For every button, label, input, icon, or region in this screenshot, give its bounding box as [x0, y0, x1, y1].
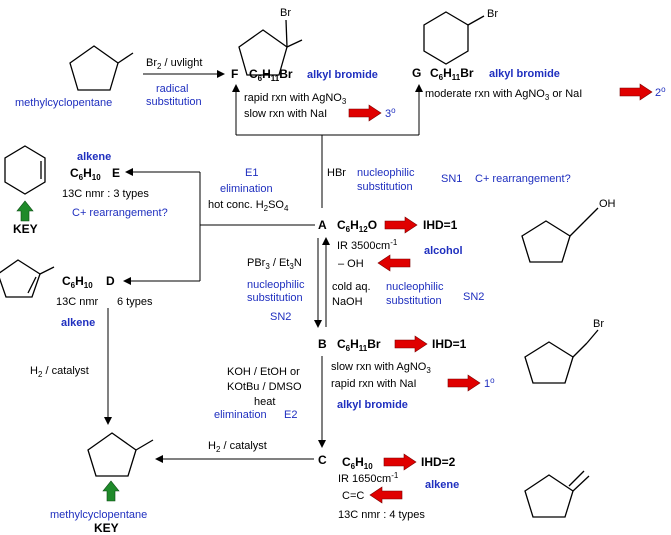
- structure-methylcyclopentane-start: [69, 45, 134, 91]
- f-class: alkyl bromide: [307, 69, 378, 81]
- c-nmr: 13C nmr : 4 types: [338, 509, 425, 521]
- step-ba-reagent-1: cold aq.: [332, 281, 371, 293]
- d-nmr-b: 6 types: [117, 296, 153, 308]
- d-formula: C6H10: [62, 274, 93, 290]
- step-bc-type: elimination: [214, 409, 267, 421]
- b-degree-arrow-icon: [447, 374, 481, 392]
- step-e-type: elimination: [220, 183, 273, 195]
- f-obs-2: slow rxn with NaI: [244, 108, 327, 120]
- g-bromine-label: Br: [487, 8, 498, 20]
- step-ba-type-2: substitution: [386, 295, 442, 307]
- step-ba-reagent-2: NaOH: [332, 296, 363, 308]
- f-label: F: [231, 67, 238, 81]
- b-ihd-arrow-icon: [394, 335, 428, 353]
- structure-C: [524, 470, 590, 518]
- a-label: A: [318, 218, 327, 232]
- g-obs-1: moderate rxn with AgNO3 or NaI: [425, 88, 582, 102]
- b-obs-1: slow rxn with AgNO3: [331, 361, 431, 375]
- c-ihd: IHD=2: [421, 455, 456, 469]
- d-label: D: [106, 274, 115, 288]
- step-ba-type-1: nucleophilic: [386, 281, 444, 293]
- structure-methylcyclopentane-end: [87, 432, 154, 477]
- g-formula: C6H11Br: [430, 66, 474, 82]
- step-ab-type-1: nucleophilic: [247, 279, 305, 291]
- c-group-arrow-icon: [369, 486, 403, 504]
- step-e-reagent: hot conc. H2SO4: [208, 199, 289, 213]
- step-g-note: C+ rearrangement?: [475, 173, 571, 185]
- a-hydroxyl-label: OH: [599, 198, 616, 210]
- c-class: alkene: [425, 479, 459, 491]
- c-label: C: [318, 453, 327, 467]
- g-class: alkyl bromide: [489, 68, 560, 80]
- a-group: – OH: [338, 258, 364, 270]
- step-ba-mech: SN2: [463, 291, 484, 303]
- step-ab-type-2: substitution: [247, 292, 303, 304]
- f-obs-1: rapid rxn with AgNO3: [244, 92, 347, 106]
- key-arrow-e-icon: [16, 200, 34, 222]
- e-class: alkene: [77, 151, 111, 163]
- end-name: methylcyclopentane: [50, 509, 147, 521]
- step-ab-mech: SN2: [270, 311, 291, 323]
- g-degree: 2o: [655, 85, 666, 99]
- step-bc-reagent-1: KOH / EtOH or: [227, 366, 300, 378]
- d-nmr-a: 13C nmr: [56, 296, 99, 308]
- b-label: B: [318, 337, 327, 351]
- b-degree: 1o: [484, 376, 495, 390]
- a-group-arrow-icon: [377, 254, 411, 272]
- start-name: methylcyclopentane: [15, 97, 112, 109]
- c-ir: IR 1650cm-1: [338, 471, 399, 485]
- step-f-type-2: substitution: [146, 96, 202, 108]
- structure-G: Br: [423, 8, 498, 65]
- f-bromine-label: Br: [280, 7, 291, 19]
- step-bc-reagent-3: heat: [254, 396, 275, 408]
- b-formula: C6H11Br: [337, 337, 381, 353]
- b-bromine-label: Br: [593, 318, 604, 330]
- a-formula: C6H12O: [337, 218, 377, 234]
- e-note: C+ rearrangement?: [72, 207, 168, 219]
- a-ir: IR 3500cm-1: [337, 238, 398, 252]
- structure-F: Br: [238, 7, 303, 76]
- a-class: alcohol: [424, 245, 463, 257]
- a-ihd-arrow-icon: [384, 216, 418, 234]
- b-class: alkyl bromide: [337, 399, 408, 411]
- key-arrow-end-icon: [102, 480, 120, 502]
- a-ihd: IHD=1: [423, 218, 458, 232]
- f-degree: 3o: [385, 106, 396, 120]
- structure-D: [0, 259, 55, 298]
- step-f-type-1: radical: [156, 83, 188, 95]
- f-formula: C6H11Br: [249, 67, 293, 83]
- step-g-type-1: nucleophilic: [357, 167, 415, 179]
- f-degree-arrow-icon: [348, 104, 382, 122]
- step-c-reagent: H2 / catalyst: [208, 440, 267, 454]
- step-d-reagent: H2 / catalyst: [30, 365, 89, 379]
- end-key: KEY: [94, 521, 119, 535]
- step-f-reagent: Br2 / uvlight: [146, 57, 202, 71]
- d-class: alkene: [61, 317, 95, 329]
- e-key: KEY: [13, 222, 38, 236]
- e-formula: C6H10: [70, 166, 101, 182]
- step-g-reagent: HBr: [327, 167, 346, 179]
- step-e-mech: E1: [245, 167, 258, 179]
- c-ihd-arrow-icon: [383, 453, 417, 471]
- c-formula: C6H10: [342, 455, 373, 471]
- step-ab-reagent: PBr3 / Et3N: [247, 257, 302, 271]
- e-label: E: [112, 166, 120, 180]
- structure-A: OH: [521, 198, 616, 263]
- g-degree-arrow-icon: [619, 83, 653, 101]
- b-ihd: IHD=1: [432, 337, 467, 351]
- step-bc-reagent-2: KOtBu / DMSO: [227, 381, 302, 393]
- step-g-type-2: substitution: [357, 181, 413, 193]
- step-g-mech: SN1: [441, 173, 462, 185]
- g-label: G: [412, 66, 421, 80]
- c-group: C=C: [342, 490, 364, 502]
- b-obs-2: rapid rxn with NaI: [331, 378, 417, 390]
- structure-E: [4, 145, 46, 195]
- structure-B: Br: [524, 318, 604, 384]
- e-nmr: 13C nmr : 3 types: [62, 188, 149, 200]
- step-bc-mech: E2: [284, 409, 297, 421]
